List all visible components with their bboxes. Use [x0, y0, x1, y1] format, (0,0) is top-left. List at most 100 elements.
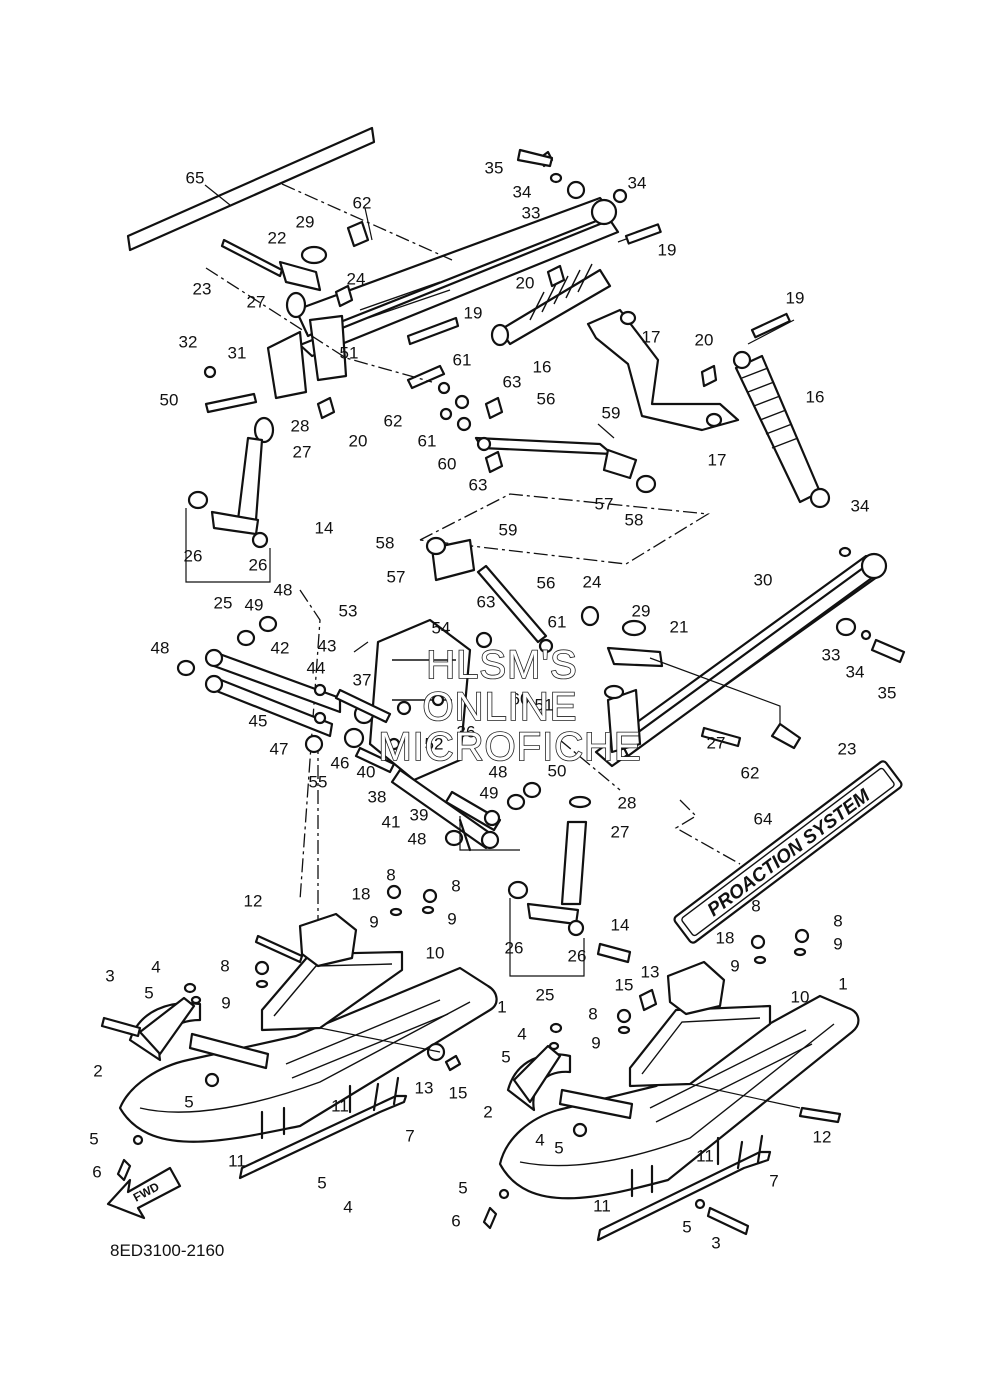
callout-59: 59	[499, 521, 518, 540]
callout-23: 23	[838, 740, 857, 759]
callout-37: 37	[353, 671, 372, 690]
callout-19: 19	[786, 289, 805, 308]
callout-7: 7	[405, 1127, 414, 1146]
callout-56: 56	[537, 390, 556, 409]
callout-16: 16	[533, 358, 552, 377]
callout-63: 63	[503, 373, 522, 392]
callout-11: 11	[696, 1147, 714, 1166]
callout-56: 56	[537, 574, 556, 593]
callout-9: 9	[730, 957, 739, 976]
callout-62: 62	[384, 412, 403, 431]
callout-5: 5	[458, 1179, 467, 1198]
callout-9: 9	[221, 994, 230, 1013]
callout-40: 40	[357, 763, 376, 782]
callout-33: 33	[822, 646, 841, 665]
callout-5: 5	[554, 1139, 563, 1158]
callout-49: 49	[245, 596, 264, 615]
callout-57: 57	[387, 568, 406, 587]
callout-51: 51	[535, 696, 554, 715]
callout-43: 43	[318, 637, 337, 656]
lower-arms-centre	[387, 737, 542, 852]
callout-34: 34	[851, 497, 870, 516]
drawing-code: 8ED3100-2160	[110, 1241, 224, 1260]
callout-46: 46	[331, 754, 350, 773]
callout-52: 52	[425, 735, 444, 754]
callout-55: 55	[309, 773, 328, 792]
callout-2: 2	[93, 1062, 102, 1081]
callout-62: 62	[741, 764, 760, 783]
callout-9: 9	[369, 913, 378, 932]
callout-28: 28	[618, 794, 637, 813]
callout-6: 6	[451, 1212, 460, 1231]
callout-61: 61	[418, 432, 437, 451]
lower-arms-left	[176, 615, 342, 754]
callout-8: 8	[220, 957, 229, 976]
callout-34: 34	[628, 174, 647, 193]
callout-27: 27	[293, 443, 312, 462]
callout-4: 4	[535, 1131, 544, 1150]
callout-60: 60	[511, 690, 530, 709]
shock-absorber-right	[732, 312, 831, 509]
callout-26: 26	[184, 547, 203, 566]
callout-39: 39	[410, 806, 429, 825]
callout-51: 51	[340, 344, 359, 363]
spindle-bracket-right	[580, 605, 906, 754]
spindle-bracket-left	[203, 238, 348, 444]
callout-11: 11	[593, 1197, 611, 1216]
callout-48: 48	[274, 581, 293, 600]
callout-13: 13	[415, 1079, 434, 1098]
callout-20: 20	[695, 331, 714, 350]
callout-34: 34	[846, 663, 865, 682]
callout-9: 9	[591, 1034, 600, 1053]
callout-15: 15	[615, 976, 634, 995]
callout-54: 54	[432, 619, 451, 638]
watermark-line-2: ONLINE	[423, 685, 578, 729]
callout-5: 5	[317, 1174, 326, 1193]
callout-27: 27	[611, 823, 630, 842]
callout-6: 6	[92, 1163, 101, 1182]
callout-8: 8	[833, 912, 842, 931]
callout-11: 11	[228, 1152, 246, 1171]
callout-62: 62	[353, 194, 372, 213]
callout-61: 61	[548, 613, 567, 632]
callout-18: 18	[352, 885, 371, 904]
tie-rod-lower	[425, 536, 554, 654]
callout-20: 20	[516, 274, 535, 293]
callout-2: 2	[483, 1103, 492, 1122]
callout-65: 65	[186, 169, 205, 188]
callout-49: 49	[480, 784, 499, 803]
ski-right	[482, 994, 860, 1242]
callout-25: 25	[536, 986, 555, 1005]
ski-saddle-right	[596, 928, 810, 1109]
callout-48: 48	[408, 830, 427, 849]
callout-58: 58	[376, 534, 395, 553]
callout-12: 12	[813, 1128, 832, 1147]
callout-17: 17	[642, 328, 661, 347]
callout-19: 19	[658, 241, 677, 260]
callout-4: 4	[343, 1198, 352, 1217]
callout-64: 64	[754, 810, 773, 829]
callout-8: 8	[386, 866, 395, 885]
callout-32: 32	[179, 333, 198, 352]
callout-5: 5	[144, 984, 153, 1003]
watermark-line-1: HLSM'S	[426, 643, 577, 687]
callout-47: 47	[270, 740, 289, 759]
callout-36: 36	[457, 723, 476, 742]
callout-26: 26	[505, 939, 524, 958]
callout-24: 24	[347, 270, 366, 289]
callout-35: 35	[485, 159, 504, 178]
callout-33: 33	[522, 204, 541, 223]
spindle-right	[507, 795, 592, 977]
callout-63: 63	[477, 593, 496, 612]
callout-9: 9	[447, 910, 456, 929]
bracket-17	[586, 308, 740, 432]
callout-23: 23	[193, 280, 212, 299]
callout-12: 12	[244, 892, 263, 911]
callout-3: 3	[711, 1234, 720, 1253]
callout-7: 7	[769, 1172, 778, 1191]
callout-50: 50	[548, 762, 567, 781]
callout-3: 3	[105, 967, 114, 986]
callout-28: 28	[291, 417, 310, 436]
callout-21: 21	[670, 618, 689, 637]
